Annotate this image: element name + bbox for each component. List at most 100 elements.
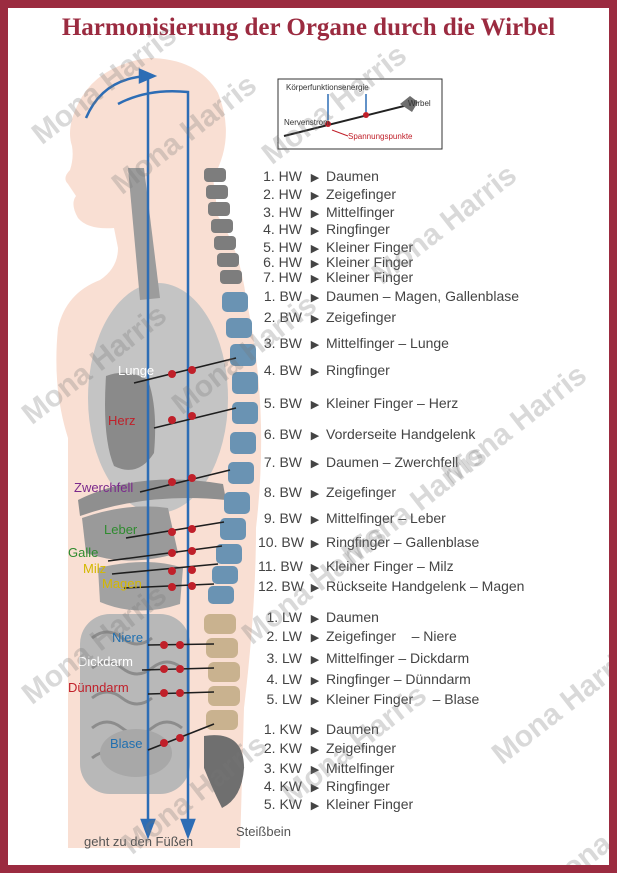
vertebra-code: 7. HW — [263, 269, 302, 285]
legend-row: 7. HW ▶ Kleiner Finger — [258, 269, 413, 285]
legend-row: 4. HW▶Ringfinger — [258, 221, 390, 237]
organ-label: Blase — [110, 736, 143, 751]
finger-label: Zeigefinger — [326, 309, 397, 325]
finger-label: Mittelfinger — [326, 510, 395, 526]
arrow-right-icon: ▶ — [310, 725, 320, 737]
organ-relation: – Zwerchfell — [378, 454, 459, 470]
organ-label: Lunge — [118, 363, 155, 378]
finger-label: Zeigefinger — [326, 628, 397, 644]
organ-relation: – Magen, Gallenblase — [378, 288, 520, 304]
vertebra-code: 5. HW — [263, 239, 302, 255]
finger-label: Rückseite Handgelenk — [326, 578, 467, 594]
finger-label: Daumen — [326, 609, 379, 625]
finger-label: Mittelfinger — [326, 204, 395, 220]
organ-relation: – Dickdarm — [394, 650, 470, 666]
legend-row: 1. HW▶Daumen — [258, 168, 379, 184]
vertebra-code: 6. HW — [263, 254, 302, 270]
legend-row: 5. KW ▶ Kleiner Finger — [258, 796, 413, 812]
organ-label: Milz — [83, 561, 107, 576]
vertebra-code: 1. BW — [263, 288, 302, 304]
legend-row: 3. KW▶Mittelfinger — [258, 760, 395, 776]
organ-label: Magen — [102, 576, 142, 591]
finger-label: Vorderseite Handgelenk — [326, 426, 476, 442]
vertebra-code: 5. BW — [263, 395, 302, 411]
vertebra-code: 2. LW — [266, 628, 302, 644]
arrow-right-icon: ▶ — [310, 800, 320, 812]
vertebra-code: 10. BW — [258, 534, 304, 550]
finger-label: Ringfinger — [326, 778, 390, 794]
vertebra-code: 11. BW — [258, 558, 303, 574]
nerve-lines — [84, 68, 196, 840]
arrow-right-icon: ▶ — [310, 399, 320, 411]
vertebra-code: 1. LW — [266, 609, 302, 625]
arrow-right-icon: ▶ — [310, 292, 320, 304]
finger-label: Kleiner Finger — [326, 254, 414, 270]
finger-label: Kleiner Finger — [326, 239, 414, 255]
thoracic-spine — [208, 292, 258, 604]
legend-row: 4. KW▶Ringfinger — [258, 778, 390, 794]
finger-label: Daumen — [326, 288, 379, 304]
finger-label: Kleiner Finger — [326, 796, 414, 812]
organ-relation: – Dünndarm — [389, 671, 471, 687]
tension-points — [160, 366, 196, 747]
arrow-right-icon: ▶ — [310, 190, 320, 202]
inset-nerve-label: Nervenstrom — [284, 118, 330, 127]
legend-row: 5. HW ▶ Kleiner Finger — [258, 239, 413, 255]
legend-row: 5. BW▶Kleiner Finger – Herz — [258, 395, 458, 411]
organ-relation: – Milz — [413, 558, 454, 574]
finger-label: Kleiner Finger — [326, 269, 414, 285]
finger-label: Ringfinger — [326, 671, 390, 687]
arrow-right-icon: ▶ — [310, 632, 320, 644]
legend-row: 3. HW▶Mittelfinger — [258, 204, 394, 220]
arrow-right-icon: ▶ — [310, 582, 320, 594]
organ-label: Leber — [104, 522, 138, 537]
vertebra-code: 2. HW — [263, 186, 302, 202]
arrow-right-icon: ▶ — [310, 488, 320, 500]
intestine-coils — [91, 630, 183, 766]
inset-vertebra-label: Wirbel — [408, 99, 431, 108]
vertebra-code: 4. LW — [266, 671, 302, 687]
organ-relation: – Niere — [396, 628, 457, 644]
vertebra-code: 1. KW — [263, 721, 302, 737]
legend-row: 1. KW▶Daumen — [258, 721, 379, 737]
arrow-right-icon: ▶ — [310, 654, 320, 666]
legend-row: 7. BW▶Daumen – Zwerchfell — [258, 454, 458, 470]
legend-row: 10. BW▶Ringfinger – Gallenblase — [258, 534, 479, 550]
organ-label: Galle — [68, 545, 99, 560]
organ-label: Dickdarm — [78, 654, 133, 669]
arrow-right-icon: ▶ — [310, 172, 320, 184]
finger-label: Zeigefinger — [326, 186, 397, 202]
inset-tension-label: Spannungspunkte — [348, 132, 413, 141]
organ-relation: – Herz — [413, 395, 459, 411]
coccyx-shape — [204, 735, 244, 808]
vertebra-code: 9. BW — [263, 510, 302, 526]
bladder-shape — [100, 729, 172, 777]
arrow-right-icon: ▶ — [310, 273, 320, 285]
arrow-right-icon: ▶ — [310, 243, 320, 255]
finger-label: Daumen — [326, 454, 379, 470]
stomach-shape — [98, 562, 183, 611]
vertebra-code: 12. BW — [258, 578, 304, 594]
arrow-right-icon: ▶ — [310, 458, 320, 470]
legend-row: 5. LW▶Kleiner Finger – Blase — [258, 691, 479, 707]
legend-row: 2. BW ▶ Zeigefinger — [258, 309, 396, 325]
vertebra-code: 2. BW — [263, 309, 302, 325]
arrow-right-icon: ▶ — [310, 430, 320, 442]
legend-row: 12. BW▶Rückseite Handgelenk – Magen — [258, 578, 524, 594]
finger-label: Mittelfinger — [326, 760, 395, 776]
arrow-right-icon: ▶ — [310, 562, 320, 574]
finger-label: Zeigefinger — [326, 484, 397, 500]
vertebra-code: 8. BW — [263, 484, 302, 500]
arrow-right-icon: ▶ — [310, 695, 320, 707]
vertebra-code: 3. HW — [263, 204, 302, 220]
legend-row: 11. BW▶Kleiner Finger – Milz — [258, 558, 454, 574]
organ-label: Zwerchfell — [74, 480, 134, 495]
vertebra-code: 5. KW — [263, 796, 302, 812]
legend-row: 4. LW▶Ringfinger – Dünndarm — [258, 671, 471, 687]
finger-label: Daumen — [326, 168, 379, 184]
airway-shape — [128, 168, 160, 300]
legend-row: 2. LW ▶ Zeigefinger – Niere — [258, 628, 457, 644]
arrow-right-icon: ▶ — [310, 313, 320, 325]
page-title: Harmonisierung der Organe durch die Wirb… — [61, 14, 556, 41]
